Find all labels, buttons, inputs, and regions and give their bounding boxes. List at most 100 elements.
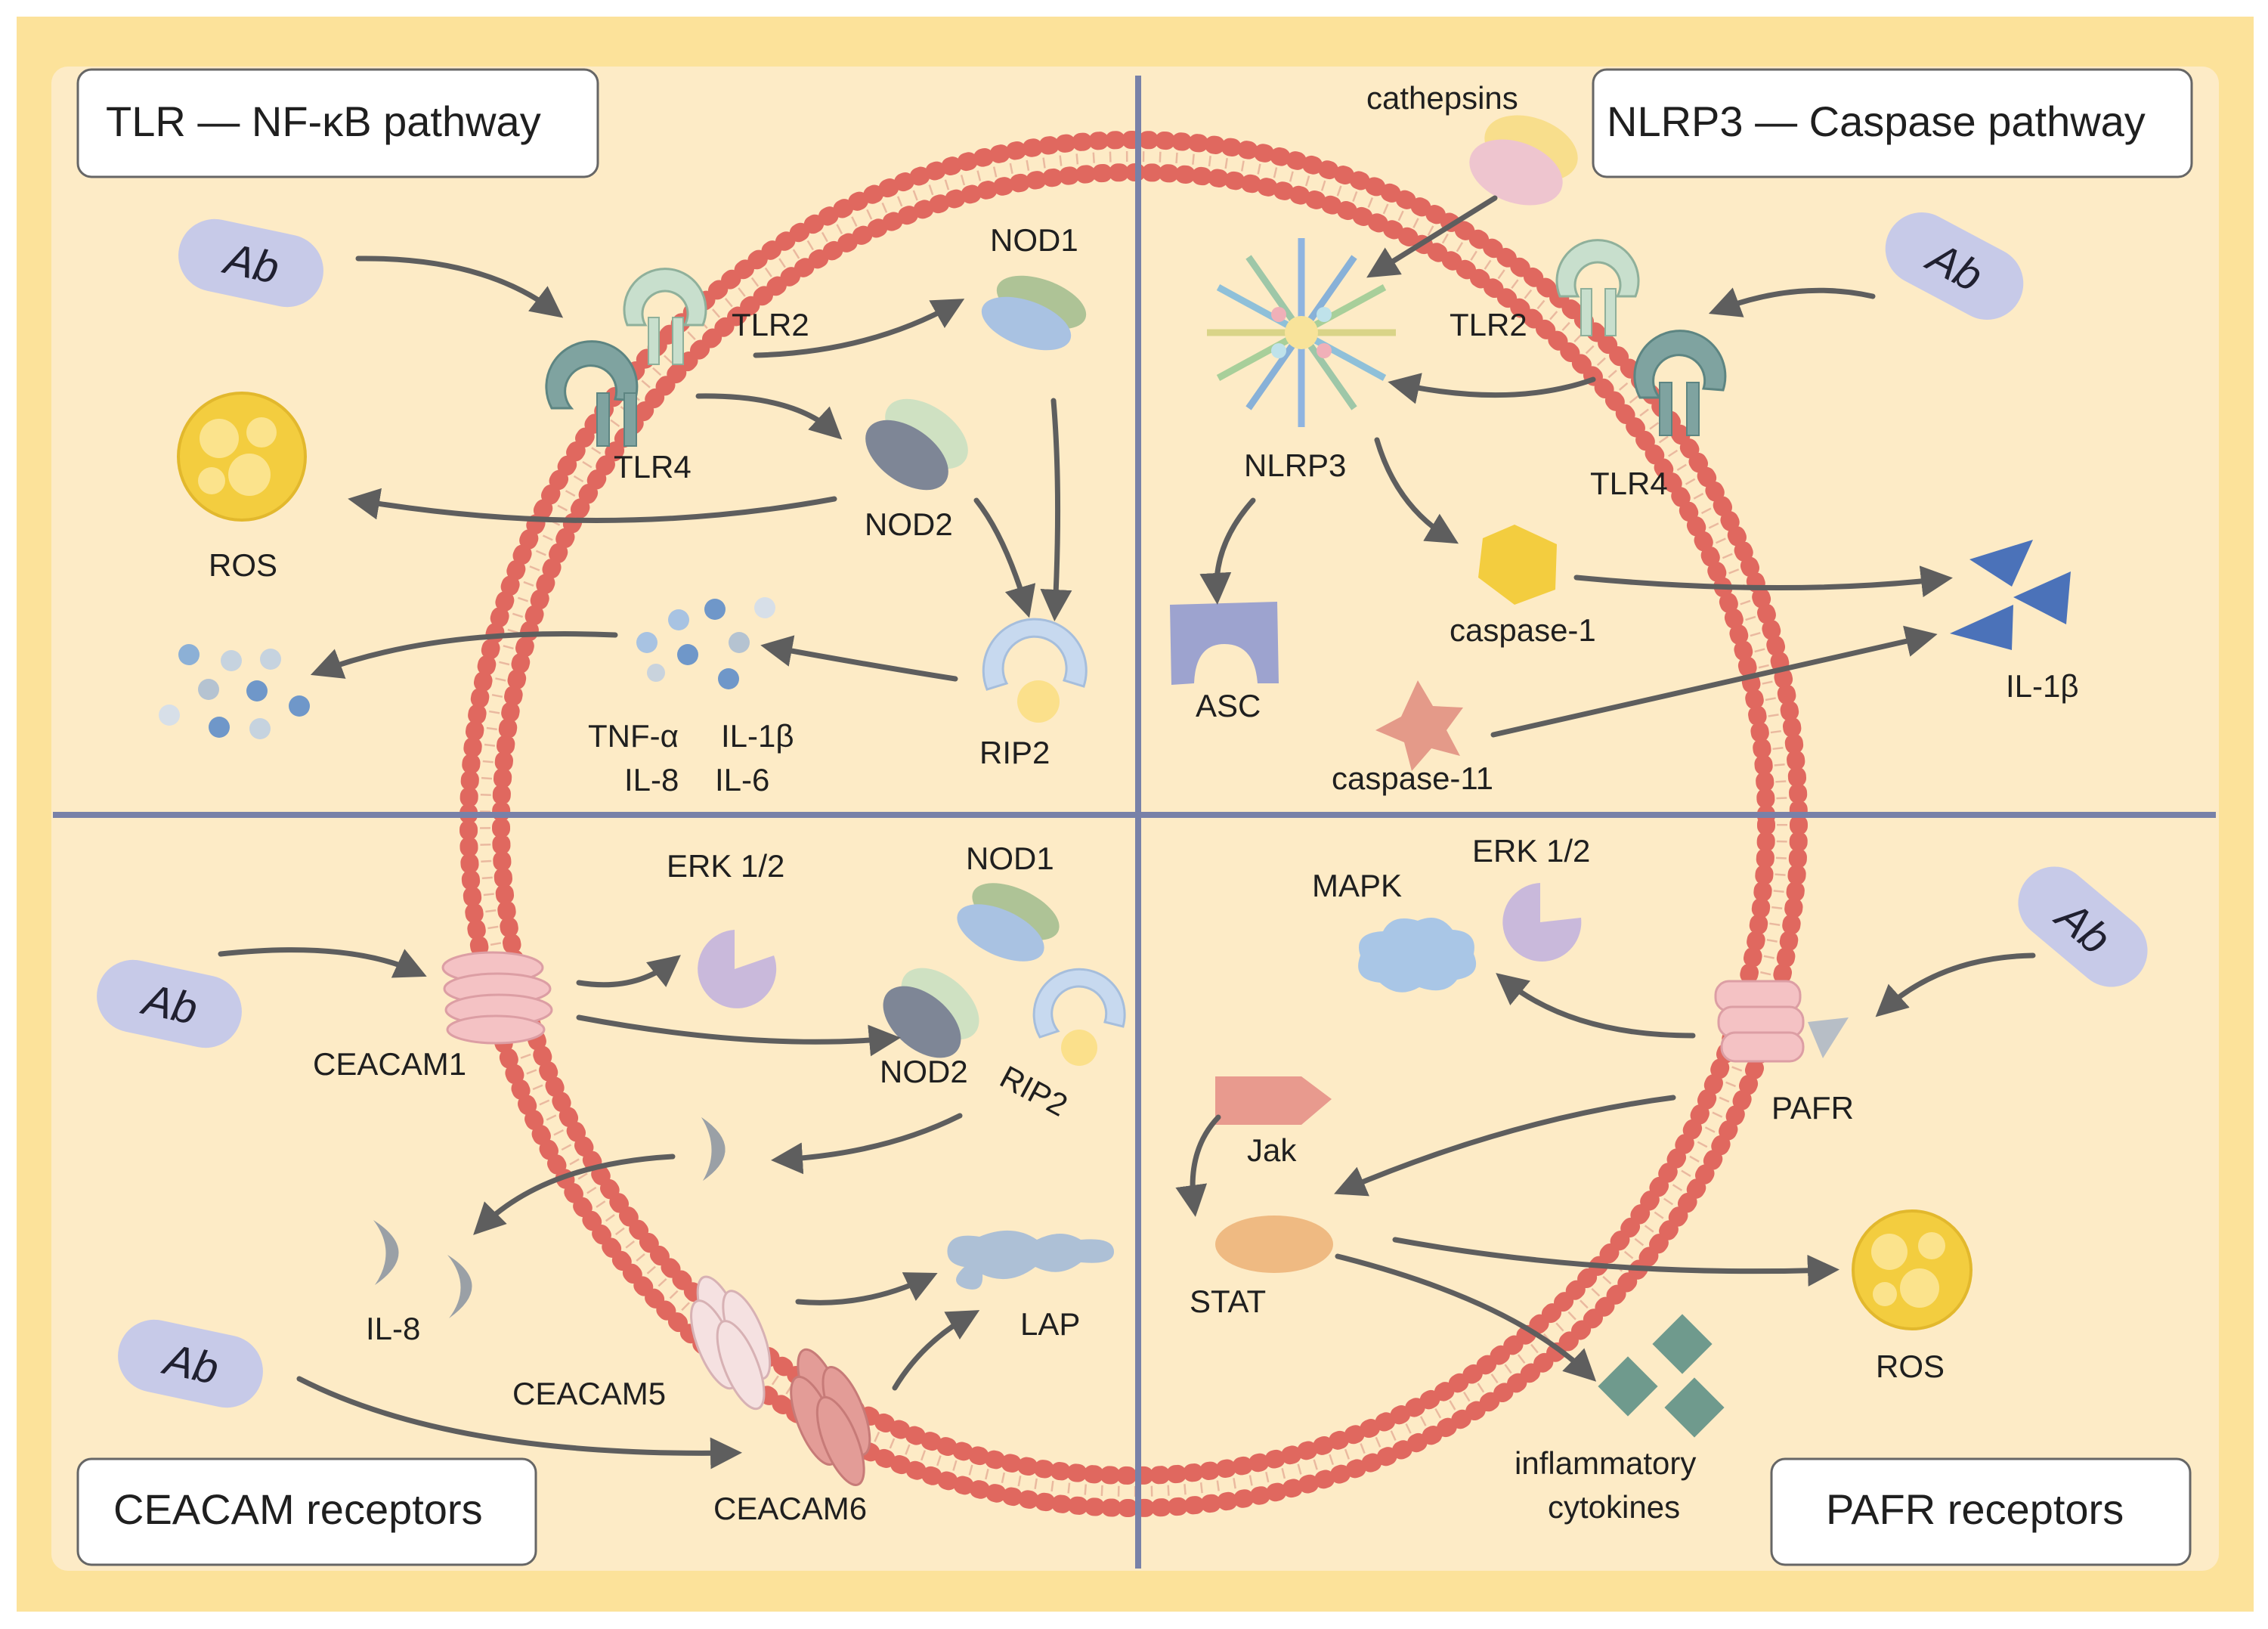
antibody-label: Ab <box>158 1334 223 1394</box>
panel-title-tlr: TLR — NF-κB pathway <box>106 98 541 145</box>
jak-label: Jak <box>1247 1132 1297 1168</box>
nod1-icon <box>981 275 1087 351</box>
tlr2-receptor-icon <box>1555 239 1640 336</box>
asc-icon <box>1170 602 1279 685</box>
nod1-label: NOD1 <box>966 841 1054 876</box>
il6-label: IL-6 <box>715 762 769 797</box>
lap-label: LAP <box>1020 1306 1080 1342</box>
antibody-icon: Ab <box>97 959 242 1048</box>
rip2-icon <box>1032 968 1126 1066</box>
caspase1-icon <box>1478 525 1557 605</box>
stat-icon <box>1215 1216 1333 1273</box>
panel-ceacam: CEACAM receptors Ab Ab CEACAM1 ERK 1/2 N… <box>76 841 1126 1566</box>
ros-label: ROS <box>209 547 277 583</box>
tlr4-label: TLR4 <box>614 449 692 485</box>
erk-label: ERK 1/2 <box>667 848 784 884</box>
cytokine-dots-icon <box>159 597 775 739</box>
arrow-il8-release <box>473 1154 676 1235</box>
tnf-alpha-label: TNF-α <box>588 718 679 754</box>
arrow-ab-to-ceacam6 <box>296 1376 742 1470</box>
panel-pafr: PAFR receptors Ab MAPK ERK 1/2 PAFR Jak … <box>1175 833 2192 1566</box>
mapk-icon <box>1358 918 1477 993</box>
ceacam6-receptor-icon <box>790 1348 871 1486</box>
il1b-label: IL-1β <box>721 718 794 754</box>
panel-title-ceacam: CEACAM receptors <box>113 1485 483 1533</box>
cathepsins-label: cathepsins <box>1366 80 1518 116</box>
arrow-nlrp3-to-caspase1 <box>1374 437 1459 544</box>
arrow-tlr-to-nlrp3 <box>1388 373 1596 404</box>
title-box-tlr <box>76 68 599 178</box>
il8-label: IL-8 <box>624 762 679 797</box>
title-box-nlrp3 <box>1592 68 2193 178</box>
title-box-ceacam <box>76 1457 537 1566</box>
rip2-label: RIP2 <box>979 735 1050 770</box>
ceacam1-label: CEACAM1 <box>313 1046 466 1082</box>
mapk-label: MAPK <box>1312 868 1402 903</box>
ceacam1-receptor-icon <box>441 951 553 1045</box>
ros-label: ROS <box>1876 1349 1945 1384</box>
arrow-pafr-to-mapk <box>1496 973 1696 1039</box>
pafr-receptor-icon <box>1714 980 1849 1063</box>
pafr-label: PAFR <box>1771 1090 1854 1126</box>
caspase1-label: caspase-1 <box>1450 612 1596 648</box>
nod2-label: NOD2 <box>880 1054 968 1089</box>
arrow-tlr2-to-nod1 <box>753 299 965 358</box>
tlr4-label: TLR4 <box>1590 466 1668 501</box>
arrow-caspase1-to-il1b <box>1573 565 1953 598</box>
caspase11-icon <box>1375 680 1463 771</box>
tlr2-label: TLR2 <box>732 307 809 342</box>
nod2-label: NOD2 <box>865 506 953 542</box>
panel-title-nlrp3: NLRP3 — Caspase pathway <box>1607 98 2146 145</box>
nod1-label: NOD1 <box>990 222 1078 258</box>
jak-icon <box>1215 1076 1332 1125</box>
ros-icon <box>177 392 307 522</box>
arrow-rip2-to-cytokines <box>760 635 958 682</box>
tlr4-receptor-icon <box>545 340 639 447</box>
nod2-icon <box>883 968 979 1058</box>
il1b-triangles-icon <box>1950 540 2071 650</box>
arrow-nod-to-il8 <box>771 1113 963 1175</box>
arrow-ab-to-ceacam1 <box>218 947 427 978</box>
panel-nlrp3-caspase: NLRP3 — Caspase pathway cathepsins Ab TL… <box>1170 68 2193 796</box>
tlr4-receptor-icon <box>1633 330 1727 436</box>
ros-icon <box>1852 1209 1973 1330</box>
arrow-cathepsins-to-nlrp3 <box>1366 195 1498 278</box>
antibody-label: Ab <box>218 234 283 293</box>
nod2-icon <box>865 398 968 491</box>
caspase11-label: caspase-11 <box>1332 760 1493 796</box>
arrow-jak-to-stat <box>1175 1114 1221 1217</box>
arrow-ab-to-pafr <box>1875 952 2036 1017</box>
arrow-nod2-to-rip2 <box>973 497 1036 618</box>
title-box-pafr <box>1770 1457 2192 1566</box>
ceacam5-receptor-icon <box>690 1275 772 1411</box>
ceacam5-label: CEACAM5 <box>512 1376 666 1411</box>
tlr2-label: TLR2 <box>1450 307 1527 342</box>
arrow-ab-to-tlr <box>1708 287 1876 317</box>
cytokines-label: cytokines <box>1548 1489 1680 1525</box>
arrow-ceacam1-to-nod2 <box>576 1014 901 1057</box>
inflammatory-cytokines-icon <box>1598 1314 1725 1438</box>
erk-icon <box>1502 883 1582 962</box>
arrow-nod1-to-rip2 <box>1040 398 1072 621</box>
arrow-pafr-to-stat <box>1334 1095 1676 1197</box>
arrow-ab-to-tlr <box>355 255 564 318</box>
antibody-icon: Ab <box>118 1319 263 1408</box>
asc-label: ASC <box>1196 688 1261 723</box>
arrow-ceacam5-to-lap <box>795 1272 938 1305</box>
antibody-label: Ab <box>137 974 202 1034</box>
ceacam6-label: CEACAM6 <box>713 1491 867 1526</box>
nlrp3-label: NLRP3 <box>1244 448 1346 483</box>
arrow-cytokines-release <box>310 631 618 679</box>
panel-tlr-nfkb: TLR — NF-κB pathway Ab ROS TLR2 TLR4 <box>76 68 1088 797</box>
il8-crescent-icon <box>373 1117 726 1318</box>
inflammatory-label: inflammatory <box>1515 1445 1696 1481</box>
arrow-ceacam1-to-erk <box>576 955 681 988</box>
antibody-icon: Ab <box>1885 212 2024 321</box>
arrow-to-ros <box>348 488 837 523</box>
erk-icon <box>698 930 777 1008</box>
arrow-stat-to-cytokines <box>1335 1253 1597 1382</box>
cell-membrane <box>459 131 1808 1517</box>
rip2-icon <box>982 618 1088 723</box>
stat-label: STAT <box>1190 1284 1266 1319</box>
